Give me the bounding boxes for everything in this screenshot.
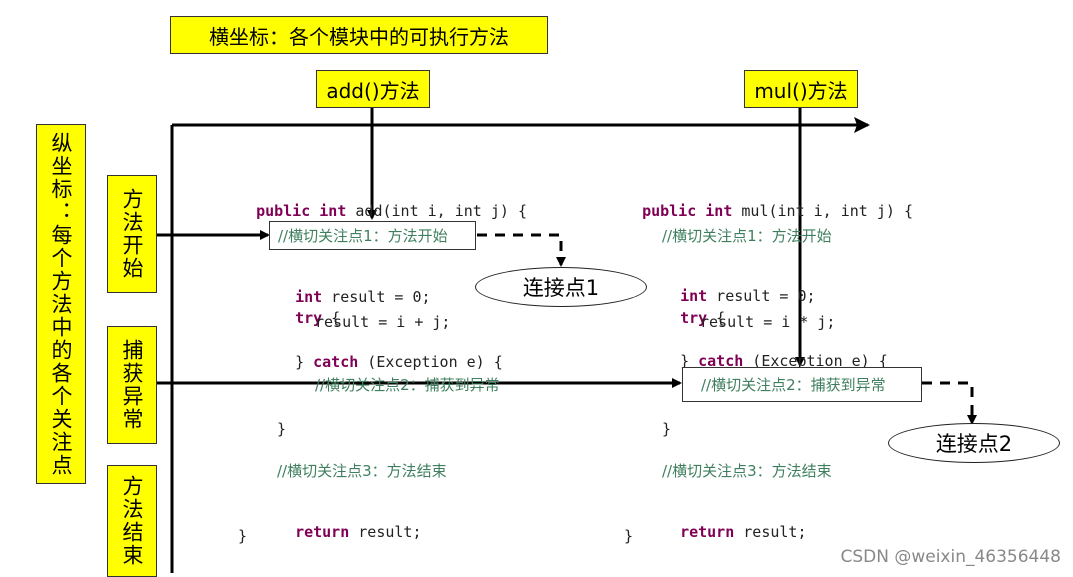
keyword: public int <box>642 202 733 220</box>
join1-connector <box>477 233 566 267</box>
y-axis-title: 纵坐标：每个方法中的各个关注点 <box>36 124 86 484</box>
keyword: return <box>680 523 735 541</box>
mul-try: try { <box>662 291 725 327</box>
keyword: int <box>680 287 708 305</box>
add-signature: public int add(int i, int j) { <box>238 184 527 220</box>
join2-connector <box>922 381 977 425</box>
mul-concern-2-box: //横切关注点2：捕获到异常 <box>682 367 922 402</box>
add-concern-1-box: //横切关注点1：方法开始 <box>269 221 476 250</box>
add-concern-2: //横切关注点2：捕获到异常 <box>315 376 500 394</box>
mul-concern-1: //横切关注点1：方法开始 <box>662 227 832 245</box>
keyword: public int <box>256 202 347 220</box>
add-catch: } catch (Exception e) { <box>277 335 503 371</box>
mul-return: return result; <box>662 505 807 541</box>
code-text: } <box>680 352 690 370</box>
add-body: result = i + j; <box>315 313 451 331</box>
mul-final-brace: } <box>624 527 634 545</box>
code-text: result = 0; <box>707 287 816 305</box>
add-return: return result; <box>277 505 422 541</box>
keyword: catch <box>698 352 744 370</box>
code-text: (Exception e) { <box>358 353 503 371</box>
keyword: catch <box>313 353 359 371</box>
add-try: try { <box>277 291 340 327</box>
mul-concern-3: //横切关注点3：方法结束 <box>662 462 832 480</box>
row-label-catch-exception: 捕获异常 <box>107 326 157 444</box>
keyword: try <box>295 309 323 327</box>
row-label-method-end: 方法结束 <box>107 465 157 577</box>
mul-end-brace: } <box>662 420 672 438</box>
code-text: (Exception e) { <box>743 352 888 370</box>
code-text: result; <box>349 523 422 541</box>
row-label-method-start: 方法开始 <box>107 175 157 293</box>
mul-decl: int result = 0; <box>662 269 816 305</box>
join-point-1: 连接点1 <box>475 267 647 307</box>
add-decl: int result = 0; <box>277 270 431 306</box>
mul-body: result = i * j; <box>700 313 836 331</box>
x-axis-title: 横坐标：各个模块中的可执行方法 <box>170 16 548 54</box>
signature-text: add(int i, int j) { <box>346 202 527 220</box>
keyword: try <box>680 309 708 327</box>
watermark: CSDN @weixin_46356448 <box>840 547 1061 567</box>
comment: //横切关注点1：方法开始 <box>278 227 448 245</box>
mul-catch: } catch (Exception e) { <box>662 334 888 370</box>
add-end-brace: } <box>277 420 287 438</box>
keyword: int <box>295 288 323 306</box>
code-text: { <box>322 309 341 327</box>
code-text: result; <box>734 523 807 541</box>
code-text: result = 0; <box>322 288 431 306</box>
mul-method-label: mul()方法 <box>744 70 858 108</box>
add-concern-3: //横切关注点3：方法结束 <box>277 462 447 480</box>
join-point-2: 连接点2 <box>888 423 1060 463</box>
code-text: { <box>707 309 726 327</box>
code-text: } <box>295 353 305 371</box>
signature-text: mul(int i, int j) { <box>732 202 913 220</box>
mul-signature: public int mul(int i, int j) { <box>624 184 913 220</box>
keyword: return <box>295 523 350 541</box>
add-final-brace: } <box>238 527 248 545</box>
add-method-label: add()方法 <box>316 70 430 108</box>
comment: //横切关注点2：捕获到异常 <box>701 376 886 394</box>
